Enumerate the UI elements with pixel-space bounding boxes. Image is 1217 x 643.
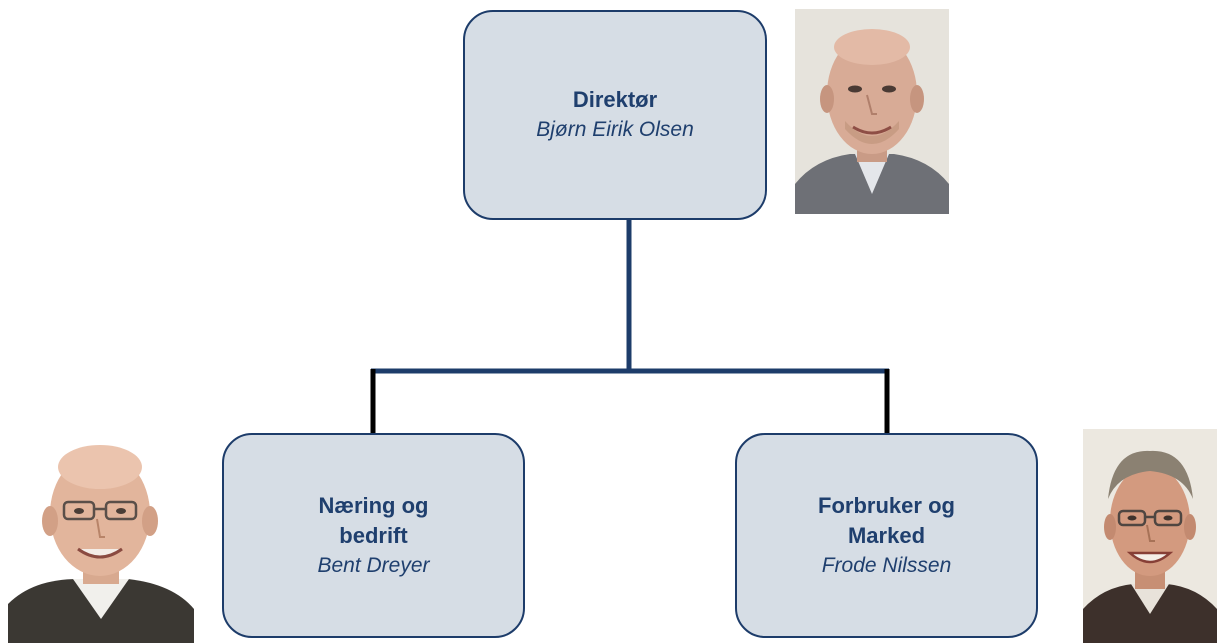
department-box-naering: Næring og bedrift Bent Dreyer — [222, 433, 525, 638]
department-role-title-line1: Næring og — [318, 492, 429, 518]
director-portrait-photo — [795, 9, 949, 214]
department-head-portrait-photo — [8, 429, 194, 643]
department-head-name: Bent Dreyer — [317, 553, 430, 577]
department-box-forbruker: Forbruker og Marked Frode Nilssen — [735, 433, 1038, 638]
director-role-title: Direktør — [572, 87, 658, 112]
director-name: Bjørn Eirik Olsen — [536, 118, 694, 141]
department-role-title-line2: bedrift — [339, 522, 408, 548]
department-role-title-line1: Forbruker og — [818, 492, 955, 518]
director-box: Direktør Bjørn Eirik Olsen — [463, 10, 767, 220]
department-role-title-line2: Marked — [847, 522, 926, 548]
department-head-name: Frode Nilssen — [821, 553, 952, 577]
department-head-portrait-photo — [1083, 429, 1217, 643]
